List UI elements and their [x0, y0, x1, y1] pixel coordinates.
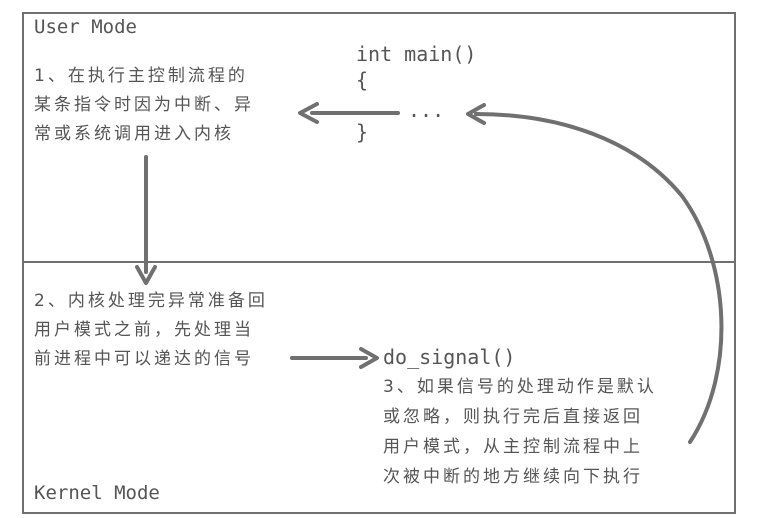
- mode-divider: [22, 261, 736, 263]
- user-mode-title: User Mode: [34, 16, 137, 38]
- step2-line-2: 用户模式之前，先处理当: [34, 320, 254, 340]
- step1-line-3: 常或系统调用进入内核: [34, 124, 234, 144]
- arrow-enter-kernel: [135, 155, 157, 285]
- arrow-return-to-user: [466, 103, 724, 444]
- step3-line-1: 3、如果信号的处理动作是默认: [383, 377, 657, 397]
- do-signal-function: do_signal(): [383, 345, 516, 369]
- step3-line-4: 次被中断的地方继续向下执行: [383, 467, 643, 487]
- step1-line-1: 1、在执行主控制流程的: [34, 66, 248, 86]
- code-close-brace: }: [356, 120, 369, 144]
- arrow-to-step1: [298, 102, 400, 124]
- kernel-mode-title: Kernel Mode: [34, 482, 160, 504]
- step2-line-1: 2、内核处理完异常准备回: [34, 291, 268, 311]
- code-main-signature: int main(): [356, 42, 477, 66]
- step3-line-3: 用户模式，从主控制流程中上: [383, 437, 643, 457]
- diagram-frame: [22, 12, 736, 514]
- arrow-to-do-signal: [290, 347, 379, 369]
- step2-line-3: 前进程中可以递达的信号: [34, 349, 254, 369]
- code-ellipsis: ...: [408, 98, 445, 122]
- step3-line-2: 或忽略，则执行完后直接返回: [383, 407, 643, 427]
- step1-line-2: 某条指令时因为中断、异: [34, 95, 254, 115]
- code-open-brace: {: [356, 68, 369, 92]
